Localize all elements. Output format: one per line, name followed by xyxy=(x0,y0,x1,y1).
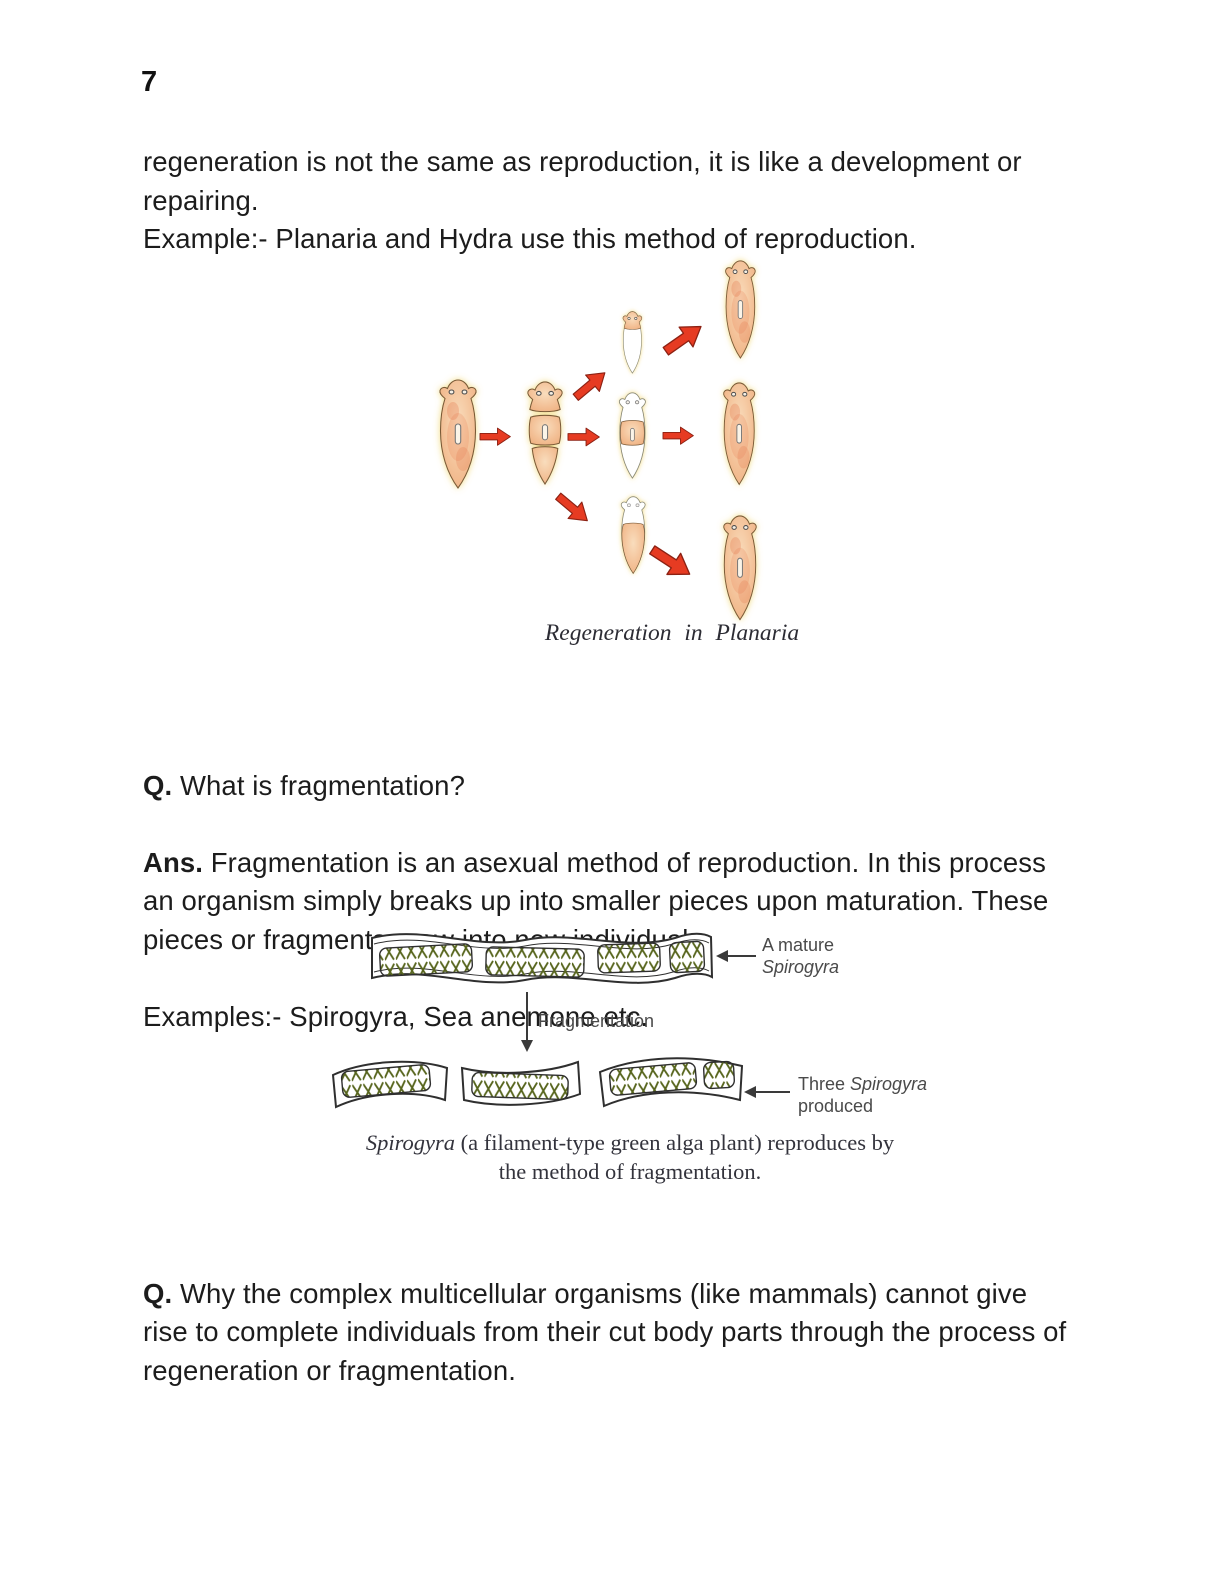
produced-filament-2 xyxy=(460,1060,582,1106)
question-complex: Q. Why the complex multicellular organis… xyxy=(143,1275,1143,1391)
planaria-complete-middle xyxy=(724,383,755,485)
planaria-regeneration-figure xyxy=(395,250,805,630)
produced-filament-1 xyxy=(331,1060,449,1109)
question-text: What is fragmentation? xyxy=(179,769,465,801)
planaria-regenerating-head-piece xyxy=(623,312,642,374)
spirogyra-caption-line2: the method of fragmentation. xyxy=(498,1159,762,1184)
q-label: Q. xyxy=(143,1277,173,1309)
red-arrow xyxy=(479,427,511,446)
spirogyra-figure-caption: Spirogyra (a filament-type green alga pl… xyxy=(300,1128,960,1186)
planaria-regenerating-tail-piece xyxy=(621,497,645,574)
planaria-regenerating-middle-piece xyxy=(619,393,645,478)
label-fragmentation: Fragmentation xyxy=(538,1011,654,1031)
q-label: Q. xyxy=(143,769,173,801)
planaria-complete-bottom xyxy=(724,516,757,620)
examples-line: Examples:- Spirogyra, Sea anemone etc. xyxy=(143,1000,649,1032)
planaria-complete-top xyxy=(726,261,756,358)
ans-label: Ans. xyxy=(143,846,203,878)
red-arrow xyxy=(644,538,698,586)
label-produced: produced xyxy=(798,1096,873,1116)
planaria-whole xyxy=(440,380,476,488)
intro-paragraph: regeneration is not the same as reproduc… xyxy=(143,146,1022,254)
qa-complex-organisms-block: Q. Why the complex multicellular organis… xyxy=(143,1236,1143,1429)
red-arrow xyxy=(550,487,595,530)
red-arrow xyxy=(658,316,709,362)
planaria-figure-caption: Regeneration in Planaria xyxy=(544,620,800,646)
red-arrow xyxy=(568,364,613,407)
red-arrow xyxy=(567,427,600,447)
label-a-mature: A mature xyxy=(762,935,834,955)
produced-label-arrow xyxy=(744,1086,790,1098)
produced-filament-3 xyxy=(598,1057,744,1108)
label-spirogyra-italic: Spirogyra xyxy=(762,957,839,977)
spirogyra-caption-line1: Spirogyra (a filament-type green alga pl… xyxy=(365,1130,895,1155)
red-arrow xyxy=(662,426,694,445)
mature-spirogyra-filament xyxy=(371,932,714,984)
fragmentation-arrow xyxy=(521,992,533,1052)
planaria-cut-pieces xyxy=(528,382,562,484)
question-fragmentation: Q. What is fragmentation? xyxy=(143,767,1143,806)
question-text: Why the complex multicellular organisms … xyxy=(143,1277,1067,1386)
qa-fragmentation-block: Q. What is fragmentation? Ans. Fragmenta… xyxy=(143,728,1143,1075)
page-number: 7 xyxy=(141,66,158,98)
mature-label-arrow xyxy=(716,950,756,962)
